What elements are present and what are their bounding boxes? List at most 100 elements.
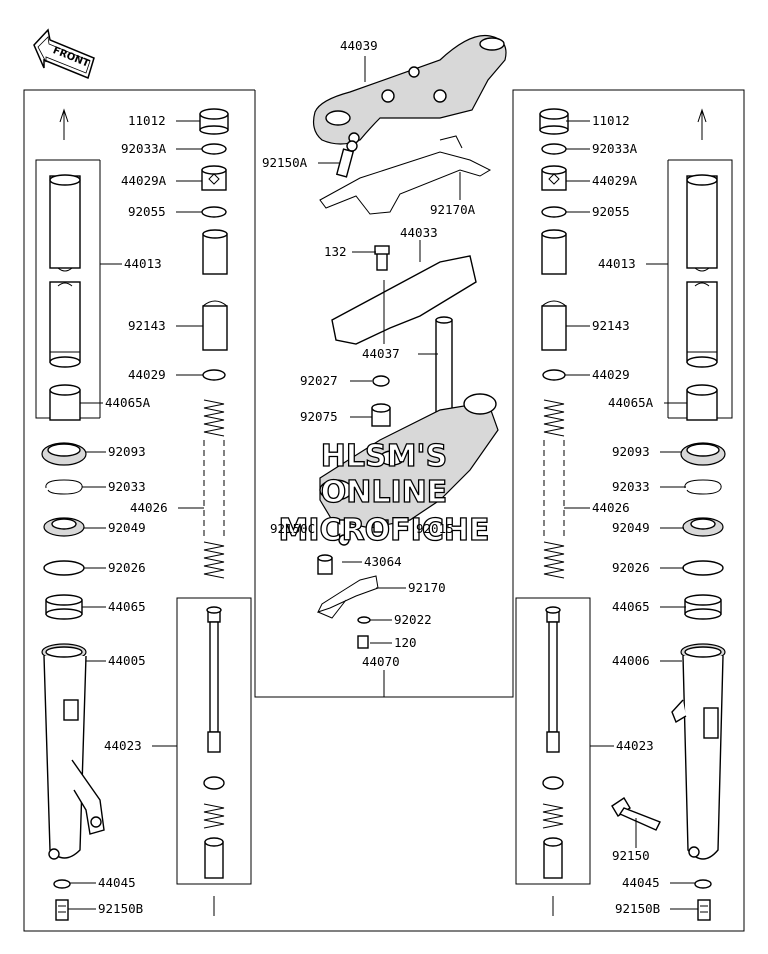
label-92015: 92015 bbox=[416, 521, 454, 536]
label-44006-right: 44006 bbox=[612, 653, 650, 668]
nut-92015 bbox=[373, 519, 389, 533]
label-44065A-left: 44065A bbox=[105, 395, 151, 410]
right-oring-92055 bbox=[541, 206, 567, 218]
left-fork-parts bbox=[41, 108, 229, 921]
watermark-line-2: ONLINE bbox=[321, 475, 448, 510]
right-washer-92026 bbox=[682, 560, 724, 576]
bolt-120 bbox=[357, 635, 369, 649]
left-spacer-92143 bbox=[202, 229, 228, 351]
left-bushing-44065 bbox=[45, 594, 83, 620]
left-bolt-92150B bbox=[55, 899, 69, 921]
label-43064: 43064 bbox=[364, 554, 402, 569]
label-92150-right: 92150 bbox=[612, 848, 650, 863]
label-92033A-right: 92033A bbox=[592, 141, 638, 156]
right-bolt-92150 bbox=[611, 797, 661, 831]
label-44013-left: 44013 bbox=[124, 256, 162, 271]
washer-92027 bbox=[372, 375, 390, 387]
left-dust-seal-92093 bbox=[41, 442, 87, 466]
label-44070: 44070 bbox=[362, 654, 400, 669]
right-column-labels: 11012 92033A 44029A 92055 44013 92143 44… bbox=[592, 113, 660, 916]
label-92026-left: 92026 bbox=[108, 560, 146, 575]
right-clip-92033 bbox=[684, 479, 722, 495]
label-44029-left: 44029 bbox=[128, 367, 166, 382]
label-92093-left: 92093 bbox=[108, 444, 146, 459]
watermark-line-1: HLSM'S bbox=[321, 439, 447, 474]
watermark: HLSM'S ONLINE MICROFICHE bbox=[278, 438, 490, 548]
label-44029A-left: 44029A bbox=[121, 173, 167, 188]
label-44065A-right: 44065A bbox=[608, 395, 654, 410]
left-bushing-44065A bbox=[49, 384, 81, 421]
grommet-43064 bbox=[317, 554, 333, 575]
watermark-line-3: MICROFICHE bbox=[279, 513, 490, 548]
label-44013-right: 44013 bbox=[598, 256, 636, 271]
label-92027: 92027 bbox=[300, 373, 338, 388]
left-washer-44045 bbox=[53, 879, 71, 889]
label-92033-right: 92033 bbox=[612, 479, 650, 494]
bolt-92150C bbox=[337, 519, 351, 546]
right-washer-44045 bbox=[694, 879, 712, 889]
label-92150B-left: 92150B bbox=[98, 901, 143, 916]
label-92170: 92170 bbox=[408, 580, 446, 595]
label-92033A-left: 92033A bbox=[121, 141, 167, 156]
left-washer-44029 bbox=[202, 369, 226, 381]
right-clip-92033A bbox=[541, 143, 567, 155]
left-washer-92026 bbox=[43, 560, 85, 576]
left-plug-44029A bbox=[201, 165, 227, 191]
label-92143-right: 92143 bbox=[592, 318, 630, 333]
left-damper-rod-44023 bbox=[203, 606, 225, 879]
left-outer-tube-44005 bbox=[41, 643, 105, 860]
label-92055-left: 92055 bbox=[128, 204, 166, 219]
label-92075: 92075 bbox=[300, 409, 338, 424]
bolt-92150A bbox=[335, 140, 358, 178]
label-92150A: 92150A bbox=[262, 155, 308, 170]
label-44045-right: 44045 bbox=[622, 875, 660, 890]
label-44029A-right: 44029A bbox=[592, 173, 638, 188]
cover-44033 bbox=[331, 255, 477, 345]
left-oil-seal-92049 bbox=[43, 517, 85, 537]
label-44033: 44033 bbox=[400, 225, 438, 240]
left-oring-92055 bbox=[201, 206, 227, 218]
right-outer-tube-44006 bbox=[671, 643, 726, 860]
label-44023-left: 44023 bbox=[104, 738, 142, 753]
leader-lines bbox=[68, 56, 698, 910]
washer-92022 bbox=[357, 616, 371, 624]
label-92033-left: 92033 bbox=[108, 479, 146, 494]
label-44026-right: 44026 bbox=[592, 500, 630, 515]
label-44065-right: 44065 bbox=[612, 599, 650, 614]
left-spring-44026 bbox=[203, 399, 225, 579]
right-fork-tube-44013 bbox=[686, 174, 718, 368]
label-11012-right: 11012 bbox=[592, 113, 630, 128]
bolt-132 bbox=[374, 245, 390, 271]
front-arrow-icon: FRONT bbox=[33, 28, 95, 80]
label-11012-left: 11012 bbox=[128, 113, 166, 128]
label-92026-right: 92026 bbox=[612, 560, 650, 575]
label-44045-left: 44045 bbox=[98, 875, 136, 890]
left-clip-92033 bbox=[45, 479, 83, 495]
label-92150B-right: 92150B bbox=[615, 901, 660, 916]
left-cap-11012 bbox=[199, 108, 229, 135]
right-fork-parts bbox=[539, 108, 726, 921]
left-clip-92033A bbox=[201, 143, 227, 155]
label-92143-left: 92143 bbox=[128, 318, 166, 333]
label-132: 132 bbox=[324, 244, 347, 259]
upper-bracket-44039 bbox=[312, 34, 507, 145]
right-oil-seal-92049 bbox=[682, 517, 724, 537]
label-92049-left: 92049 bbox=[108, 520, 146, 535]
clamp-92170 bbox=[317, 575, 379, 619]
right-spring-44026 bbox=[543, 399, 565, 579]
center-steering-parts bbox=[312, 34, 507, 649]
label-44029-right: 44029 bbox=[592, 367, 630, 382]
label-92150C: 92150C bbox=[270, 521, 315, 536]
label-92022: 92022 bbox=[394, 612, 432, 627]
left-column-labels: 11012 92033A 44029A 92055 44013 92143 44… bbox=[98, 113, 168, 916]
center-labels: 44039 92150A 92170A 132 44033 44037 9202… bbox=[262, 38, 476, 669]
label-92170A: 92170A bbox=[430, 202, 476, 217]
label-44026-left: 44026 bbox=[130, 500, 168, 515]
label-92049-right: 92049 bbox=[612, 520, 650, 535]
label-92055-right: 92055 bbox=[592, 204, 630, 219]
right-plug-44029A bbox=[541, 165, 567, 191]
right-bushing-44065 bbox=[684, 594, 722, 620]
right-damper-rod-44023 bbox=[542, 606, 564, 879]
label-44037: 44037 bbox=[362, 346, 400, 361]
